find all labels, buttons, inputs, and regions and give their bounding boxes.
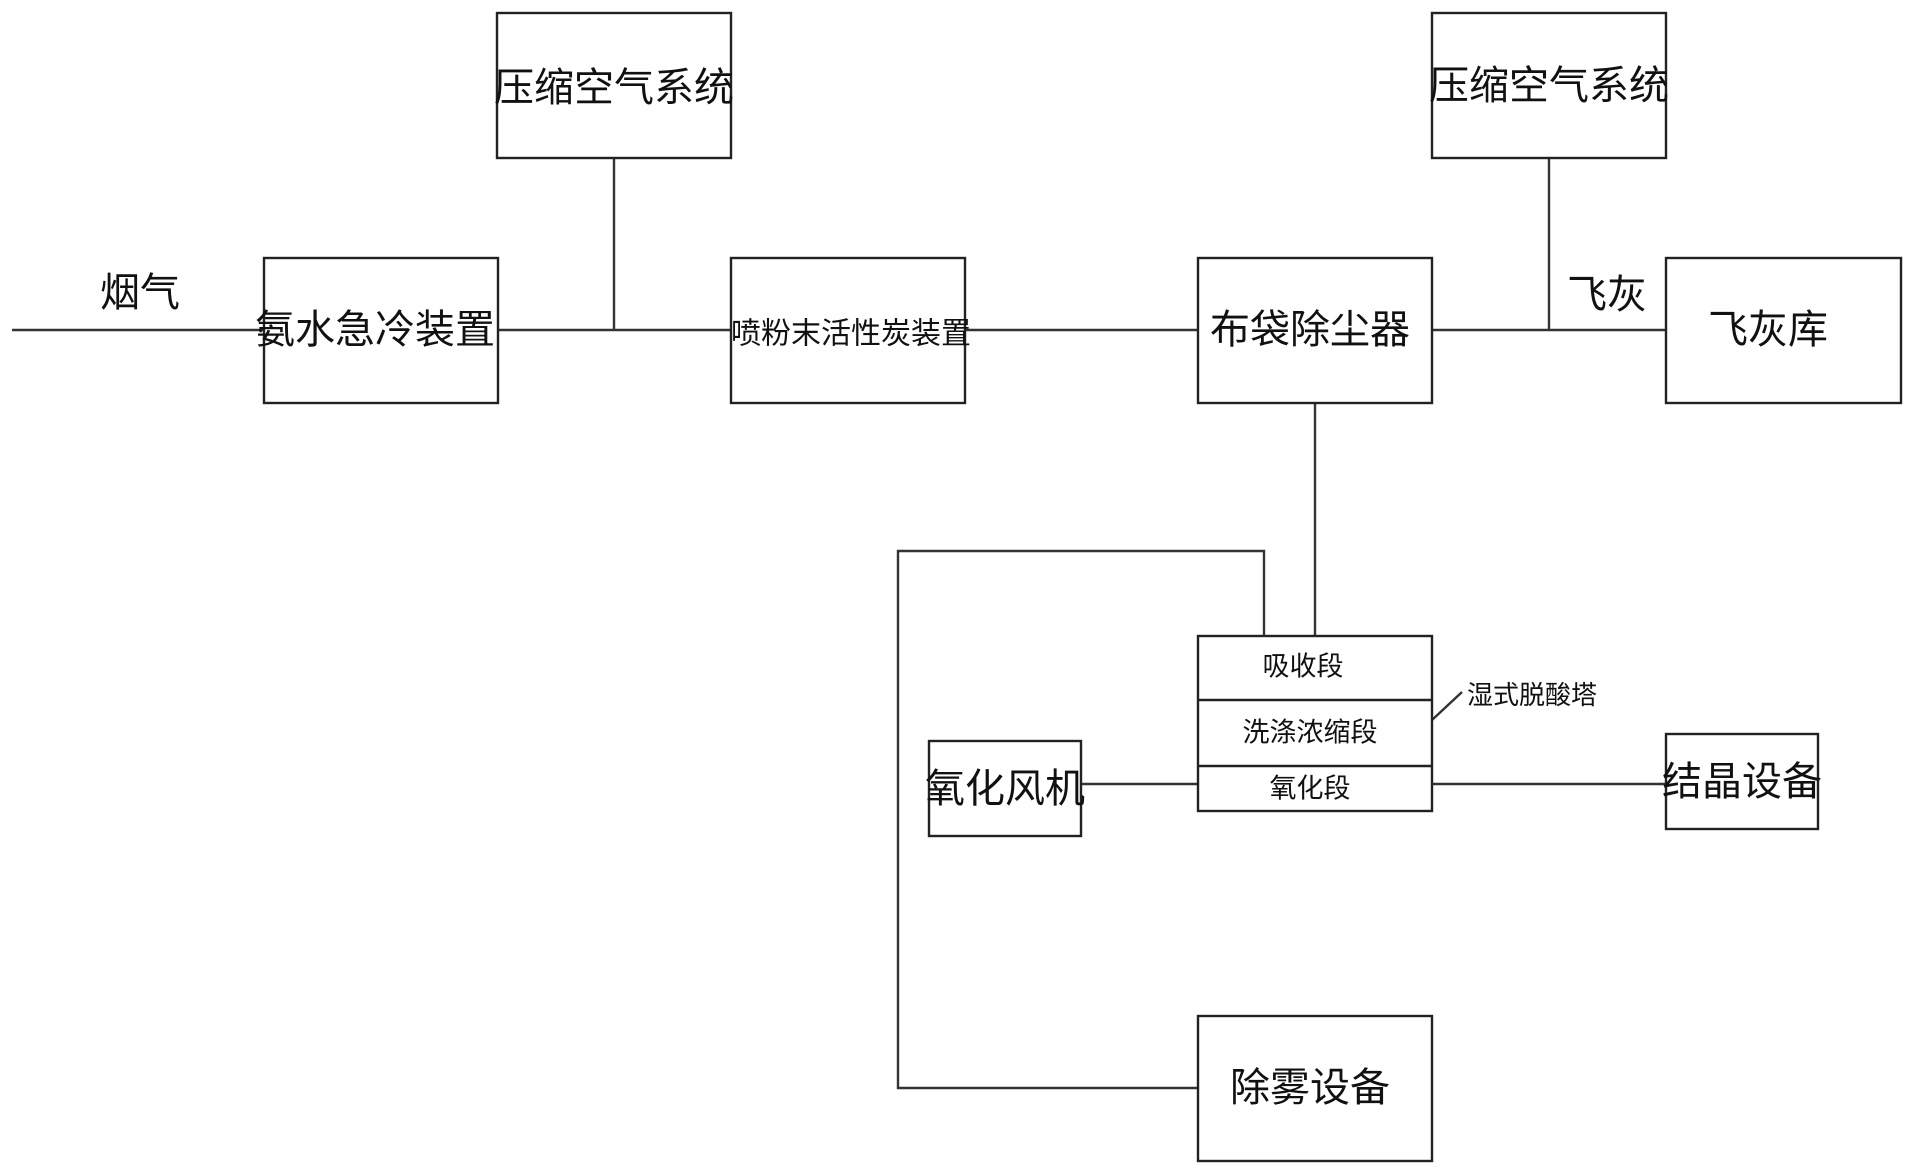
- bag-filter: 布袋除尘器: [1196, 256, 1434, 405]
- activated-carbon-label: 喷粉末活性炭装置: [731, 317, 971, 352]
- fly-ash-silo-label: 飞灰库: [1708, 307, 1828, 353]
- compressed-air-system-right: 压缩空气系统: [1429, 11, 1669, 160]
- flue-gas-label: 烟气: [100, 270, 180, 316]
- activated-carbon-injection-device: 喷粉末活性炭装置: [729, 256, 971, 405]
- crystallization-equipment: 结晶设备: [1662, 732, 1822, 831]
- absorption-section-label: 吸收段: [1263, 652, 1344, 683]
- wet-deacidification-tower-label: 湿式脱酸塔: [1467, 681, 1597, 711]
- wet-deacidification-tower: 吸收段 洗涤浓缩段 氧化段: [1196, 634, 1434, 813]
- fly-ash-label: 飞灰: [1567, 272, 1647, 318]
- fly-ash-silo: 飞灰库: [1664, 256, 1903, 405]
- tower-label-leader-line: [1431, 691, 1463, 721]
- demister-equipment: 除雾设备: [1196, 1014, 1434, 1163]
- compressed-air-system-left: 压缩空气系统: [494, 11, 734, 160]
- connector-lines: [12, 158, 1665, 1090]
- oxidation-fan: 氧化风机: [925, 739, 1085, 838]
- crystallization-equipment-label: 结晶设备: [1662, 759, 1822, 805]
- washing-concentration-section-label: 洗涤浓缩段: [1243, 718, 1378, 749]
- oxidation-fan-label: 氧化风机: [925, 766, 1085, 812]
- bag-filter-label: 布袋除尘器: [1210, 307, 1410, 353]
- ammonia-quench-label: 氨水急冷装置: [255, 307, 495, 353]
- demister-equipment-label: 除雾设备: [1230, 1065, 1390, 1111]
- oxidation-section-label: 氧化段: [1270, 774, 1351, 805]
- ammonia-quench-device: 氨水急冷装置: [255, 256, 500, 405]
- compressed-air-left-label: 压缩空气系统: [494, 65, 734, 111]
- compressed-air-right-label: 压缩空气系统: [1429, 63, 1669, 109]
- tower-to-demister-line: [896, 549, 1266, 1090]
